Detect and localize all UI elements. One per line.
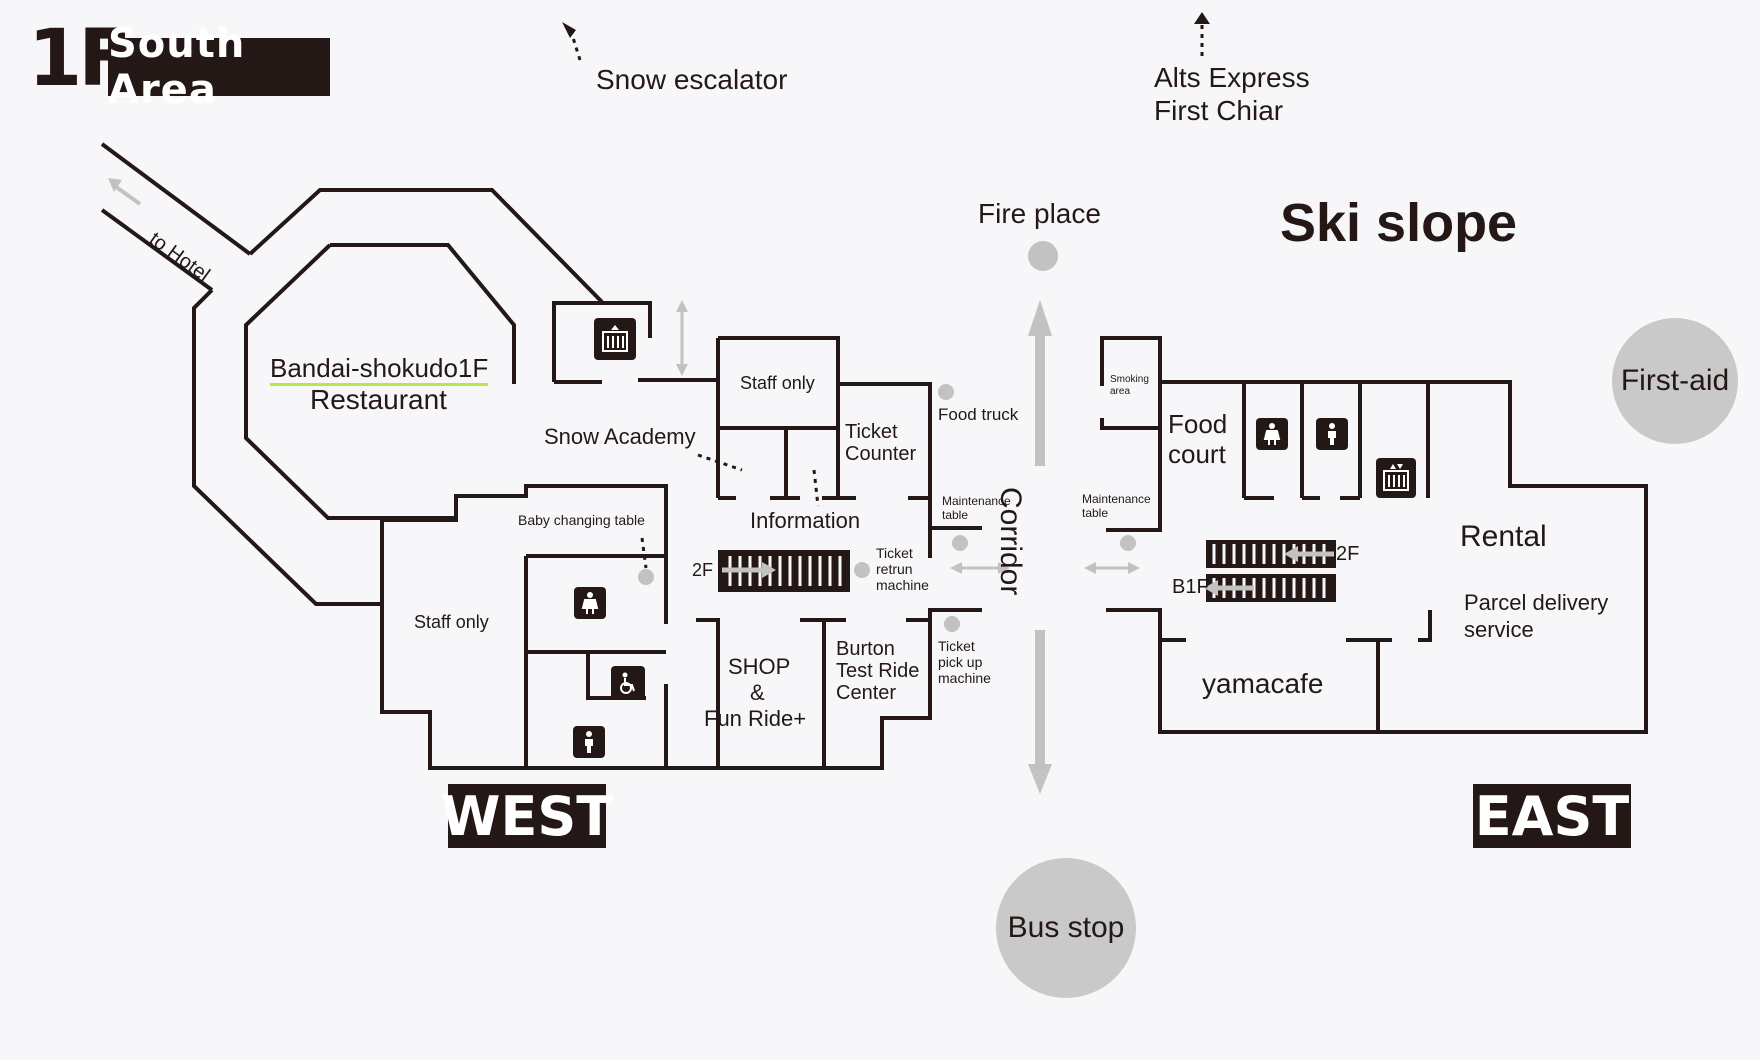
female-toilet-icon xyxy=(574,587,606,619)
ticket-pickup-label-2: pick up xyxy=(938,654,983,670)
staff-only-top-label: Staff only xyxy=(740,373,815,393)
restaurant-outer-wall xyxy=(248,188,604,304)
shop-label: SHOP xyxy=(728,654,791,679)
elevator-icon xyxy=(1376,458,1416,498)
first-aid-label: First-aid xyxy=(1620,364,1730,397)
restaurant-name: Bandai-shokudo1F xyxy=(270,353,489,386)
food-court-label-2: court xyxy=(1168,439,1226,469)
first-aid-circle: First-aid xyxy=(1612,318,1738,444)
escalator-east xyxy=(1206,540,1336,602)
east-building-wall xyxy=(1106,428,1162,532)
hotel-walkway-wall xyxy=(100,142,252,256)
ticket-return-marker xyxy=(854,562,870,578)
staff-only-west-label: Staff only xyxy=(414,612,489,632)
shop-label-2: & xyxy=(750,680,765,705)
smoking-area-label-2: area xyxy=(1110,386,1131,397)
restaurant-wall xyxy=(330,243,516,384)
female-toilet-icon xyxy=(1256,418,1288,450)
burton-label: Burton xyxy=(836,638,895,660)
fire-place-marker xyxy=(1028,241,1058,271)
alts-express-label: Alts Express xyxy=(1154,62,1310,93)
food-court-label: Food xyxy=(1168,409,1228,439)
restaurant-name-label: Bandai-shokudo1F xyxy=(270,353,489,386)
restaurant-label: Restaurant xyxy=(310,384,447,415)
west-block-wall xyxy=(380,520,982,770)
burton-label-3: Center xyxy=(836,682,897,704)
baby-changing-marker xyxy=(638,569,654,585)
direction-arrows xyxy=(108,178,1334,794)
wall xyxy=(1418,610,1432,642)
maintenance-east-label: Maintenance xyxy=(1082,492,1151,506)
corridor-label: Corridor xyxy=(994,487,1027,596)
wall xyxy=(1300,382,1320,500)
alts-express-arrow-head xyxy=(1194,12,1210,24)
rental-label: Rental xyxy=(1460,520,1547,553)
ticket-pickup-marker xyxy=(944,616,960,632)
smoking-area-label: Smoking xyxy=(1110,374,1149,385)
yamacafe-label: yamacafe xyxy=(1202,668,1324,699)
elevator-room xyxy=(552,301,652,382)
restaurant-wall xyxy=(244,243,456,520)
food-truck-marker xyxy=(938,384,954,400)
ticket-pickup-label-3: machine xyxy=(938,670,991,686)
male-toilet-icon xyxy=(1316,418,1348,450)
wall xyxy=(696,618,720,768)
west-badge: WEST xyxy=(440,784,614,848)
ski-slope-label: Ski slope xyxy=(1280,193,1518,253)
east-badge: EAST xyxy=(1473,784,1631,848)
area-badge: South Area xyxy=(108,21,330,113)
ticket-pickup-label: Ticket xyxy=(938,638,975,654)
ticket-counter-label: Ticket xyxy=(845,421,898,443)
wall xyxy=(1242,382,1274,500)
baby-changing-label: Baby changing table xyxy=(518,512,645,528)
stairs-east-2f-label: 2F xyxy=(1336,543,1360,565)
snow-escalator-label: Snow escalator xyxy=(596,64,788,95)
maintenance-west-label: Maintenance xyxy=(942,494,1011,508)
elevator-icon xyxy=(594,318,636,360)
ticket-return-label-3: machine xyxy=(876,577,929,593)
east-building-wall xyxy=(1106,380,1648,734)
food-truck-label: Food truck xyxy=(938,405,1019,424)
ticket-counter-label-2: Counter xyxy=(845,443,917,465)
accessible-toilet-icon xyxy=(611,666,645,700)
hotel-walkway-wall xyxy=(100,208,214,292)
ticket-return-label-2: retrun xyxy=(876,561,913,577)
shop-label-3: Fun Ride+ xyxy=(704,706,807,731)
maintenance-marker-east xyxy=(1120,535,1136,551)
information-label: Information xyxy=(750,508,861,533)
bus-stop-label: Bus stop xyxy=(1007,911,1125,944)
location-dots xyxy=(638,241,1136,632)
stairs-west-2f-label: 2F xyxy=(692,560,714,580)
bus-stop-circle: Bus stop xyxy=(996,858,1136,998)
staff-room-top xyxy=(718,336,840,384)
parcel-delivery-label: Parcel delivery xyxy=(1464,590,1609,615)
wall xyxy=(1340,382,1362,500)
ticket-room xyxy=(838,382,982,530)
fire-place-label: Fire place xyxy=(978,198,1101,229)
ticket-return-label: Ticket xyxy=(876,545,913,561)
snow-academy-label: Snow Academy xyxy=(544,424,696,449)
parcel-delivery-label-2: service xyxy=(1464,617,1534,642)
maintenance-west-label-2: table xyxy=(942,508,969,522)
west-block-wall xyxy=(382,484,668,624)
alts-express-label-2: First Chiar xyxy=(1154,95,1284,126)
stairs-east-b1f-label: B1F xyxy=(1172,576,1209,598)
restaurant-outer-wall xyxy=(192,288,382,606)
male-toilet-icon xyxy=(573,726,605,758)
burton-label-2: Test Ride xyxy=(836,660,920,682)
maintenance-marker-west xyxy=(952,535,968,551)
maintenance-east-label-2: table xyxy=(1082,506,1109,520)
snow-escalator-arrow-head xyxy=(562,22,576,38)
wall xyxy=(770,428,800,500)
